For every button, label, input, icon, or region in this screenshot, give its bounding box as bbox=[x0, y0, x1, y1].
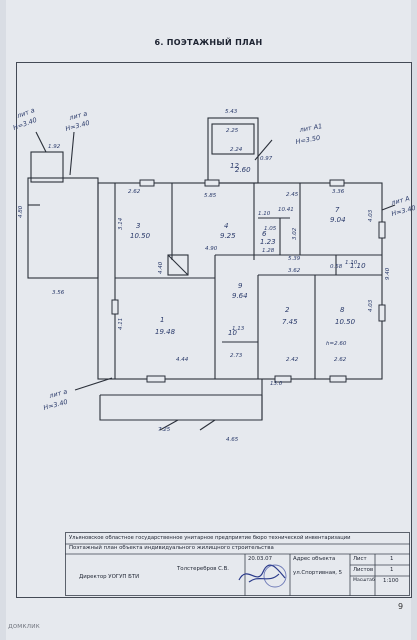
dim-label: 2.24 bbox=[230, 147, 243, 153]
room-2-number: 2 bbox=[285, 306, 290, 314]
dim-label: 2.45 bbox=[286, 192, 299, 198]
dim-label: 4.03 bbox=[368, 299, 374, 312]
dim-label: 2.42 bbox=[286, 357, 299, 363]
litera-height: Н=3.40 bbox=[64, 119, 90, 133]
dim-label: 4.65 bbox=[226, 437, 239, 443]
dim-label: 4.90 bbox=[205, 246, 218, 252]
room-6-number: 6 bbox=[262, 230, 267, 238]
room-1-number: 1 bbox=[160, 316, 164, 324]
signature bbox=[238, 564, 287, 588]
dim-label: 2.73 bbox=[230, 353, 243, 359]
dim-label: 3.62 bbox=[288, 268, 301, 274]
room-4-area: 9.25 bbox=[220, 232, 236, 240]
room-9-number: 9 bbox=[238, 282, 243, 290]
dim-label: 3.14 bbox=[118, 217, 124, 230]
dim-label: 4.80 bbox=[18, 205, 24, 218]
room-4-number: 4 bbox=[224, 222, 228, 230]
dim-label: 4.11 bbox=[118, 318, 124, 330]
stamp-sheets-value: 1 bbox=[390, 567, 394, 573]
stamp-address: ул.Спортивная, 5 bbox=[293, 570, 343, 576]
stamp-sheet-label: Лист bbox=[353, 556, 367, 562]
room-3-number: 3 bbox=[136, 222, 140, 230]
litera-height: Н=3.40 bbox=[42, 398, 68, 412]
dim-label: 0.97 bbox=[260, 156, 273, 162]
drawing-frame bbox=[16, 62, 412, 598]
room-9-area: 9.64 bbox=[232, 292, 248, 300]
stamp-scale-value: 1:100 bbox=[383, 578, 399, 584]
document-page bbox=[6, 0, 411, 640]
room-7-number: 7 bbox=[335, 206, 340, 214]
dim-label: 1.92 bbox=[48, 144, 61, 150]
room-10-number: 10 bbox=[228, 329, 237, 337]
dim-label: 0.58 bbox=[330, 264, 343, 270]
dim-label: 1.13 bbox=[232, 326, 245, 332]
room-8-number: 8 bbox=[340, 306, 345, 314]
room-11-area: 1.10 bbox=[350, 262, 366, 270]
dim-label: 1.10 bbox=[345, 260, 358, 266]
room-1-area: 19.48 bbox=[155, 328, 176, 336]
room-12-area: 2.60 bbox=[235, 166, 251, 174]
page-title: 6. ПОЭТАЖНЫЙ ПЛАН bbox=[154, 38, 263, 47]
dim-label: 7.25 bbox=[158, 427, 171, 433]
litera-height: Н=3.50 bbox=[295, 134, 321, 146]
dim-label: h=2.60 bbox=[326, 341, 347, 347]
litera-label: лит А1 bbox=[298, 122, 323, 134]
dim-label: 5.39 bbox=[288, 256, 301, 262]
room-12-number: 12 bbox=[230, 162, 239, 170]
dim-label: 4.03 bbox=[368, 209, 374, 222]
room-6-area: 1.23 bbox=[260, 238, 276, 246]
dim-label: 3.36 bbox=[332, 189, 345, 195]
litera-height: Н=3.40 bbox=[12, 116, 38, 132]
dim-label: 1.10 bbox=[258, 211, 271, 217]
dim-label: 2.62 bbox=[128, 189, 141, 195]
stamp-sheet-value: 1 bbox=[390, 556, 394, 562]
page-number: 9 bbox=[398, 602, 404, 611]
watermark: домклик bbox=[8, 622, 40, 630]
dim-label: 4.40 bbox=[158, 261, 164, 274]
stamp-scale-label: Масштаб bbox=[353, 578, 375, 583]
title-block: Ульяновское областное государственное ун… bbox=[65, 532, 410, 596]
top-block-outline bbox=[207, 117, 259, 184]
room-7-area: 9.04 bbox=[330, 216, 346, 224]
dim-label: 2.62 bbox=[334, 357, 347, 363]
dim-label: 4.44 bbox=[176, 357, 189, 363]
stamp-desc: Поэтажный план объекта индивидуального ж… bbox=[69, 545, 274, 551]
stamp-sheets-label: Листов bbox=[353, 567, 374, 573]
stamp-person: Толстеребров С.В. bbox=[177, 566, 230, 572]
dim-label: 2.25 bbox=[226, 128, 239, 134]
dim-label: 3.56 bbox=[52, 290, 65, 296]
room-3-area: 10.50 bbox=[130, 232, 151, 240]
dim-label: 9.40 bbox=[385, 267, 391, 280]
stamp-date: 20.03.07 bbox=[248, 556, 273, 562]
veranda-outline bbox=[27, 177, 99, 279]
dim-label: 1.05 bbox=[264, 226, 277, 232]
stamp-director: Директор УОГУП БТИ bbox=[79, 574, 140, 580]
stamp-address-label: Адрес объекта bbox=[293, 556, 336, 562]
dim-label: 5.43 bbox=[225, 109, 238, 115]
porch-outline bbox=[30, 151, 64, 183]
dim-label: 13.0 bbox=[270, 381, 283, 387]
dim-label: 3.02 bbox=[292, 227, 298, 240]
room-8-area: 10.50 bbox=[335, 318, 356, 326]
room-2-area: 7.45 bbox=[282, 318, 298, 326]
dim-label: 5.85 bbox=[204, 193, 217, 199]
dim-label: 1.28 bbox=[262, 248, 275, 254]
stamp-org: Ульяновское областное государственное ун… bbox=[69, 535, 351, 541]
dim-label: 10.41 bbox=[278, 207, 294, 213]
